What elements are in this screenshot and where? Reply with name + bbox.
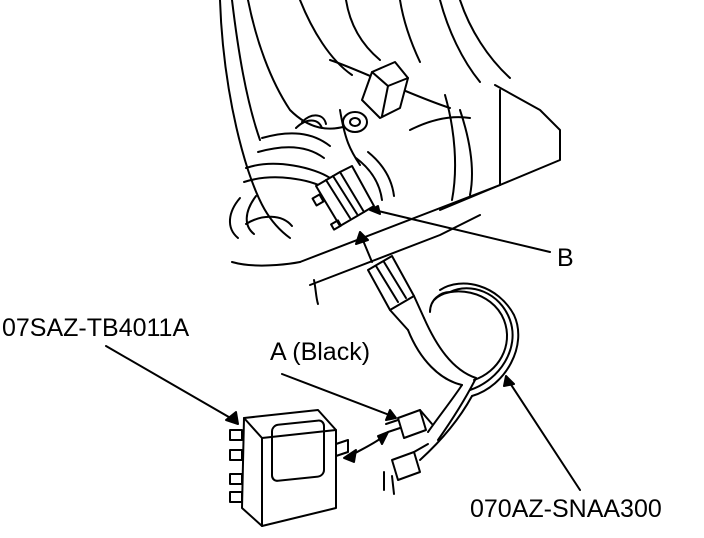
connector-b [311,165,375,231]
callout-tool-snaa300: 070AZ-SNAA300 [470,495,662,523]
test-box [229,409,349,527]
plug-arrow [343,431,389,463]
callout-tool-tb4011a: 07SAZ-TB4011A [2,314,190,342]
test-pin-red [383,443,429,495]
vehicle-structure [219,0,561,305]
callout-a-black: A (Black) [270,338,371,366]
callout-b: B [557,244,574,272]
coiled-cable [407,282,520,461]
leader-lines [105,205,581,491]
connection-arrow [355,231,373,263]
harness-plug [367,255,425,331]
test-pin-a [385,409,433,439]
grommet-bracket [339,61,409,166]
